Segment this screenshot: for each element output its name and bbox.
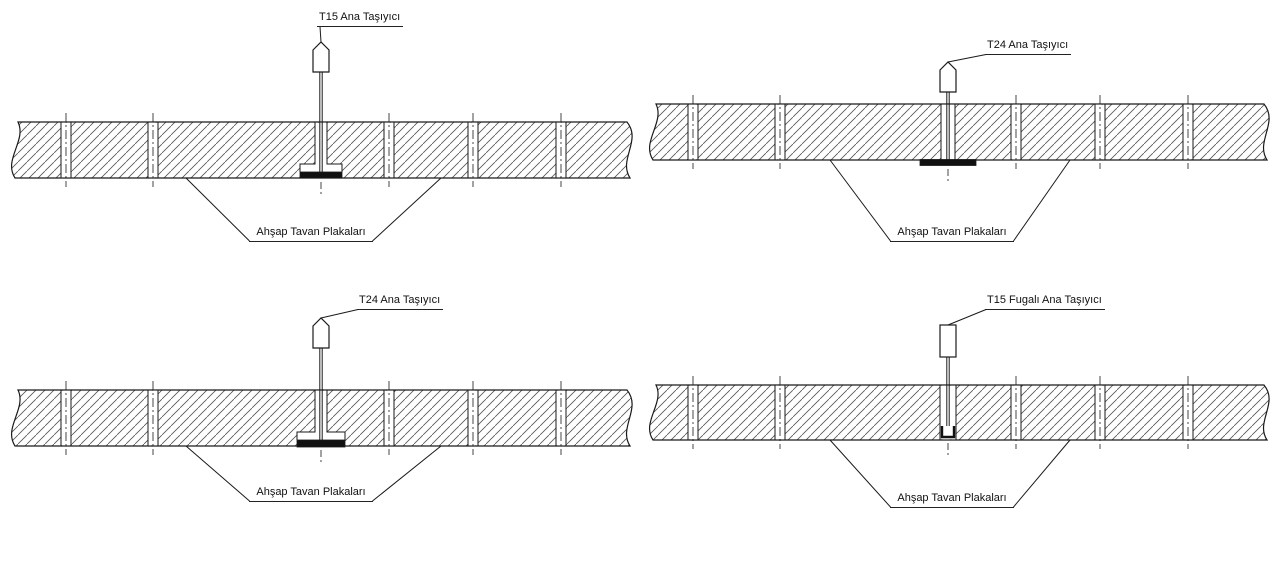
section-drawing-t24 [0, 282, 640, 564]
panel-t24-exposed-main-runner: T24 Ana Taşıyıcı Ahşap Tavan Plakaları [640, 0, 1280, 282]
ceiling-panels-leader-label: Ahşap Tavan Plakaları [890, 492, 1014, 508]
carrier-leader-label: T15 Ana Taşıyıcı [317, 11, 404, 27]
section-drawing-t24-exposed [640, 0, 1280, 282]
carrier-leader-label: T24 Ana Taşıyıcı [357, 294, 444, 310]
ceiling-panels-leader-label: Ahşap Tavan Plakaları [890, 226, 1014, 242]
section-drawing-t15 [0, 0, 640, 282]
ceiling-panels-leader-label: Ahşap Tavan Plakaları [249, 226, 373, 242]
carrier-leader-label: T24 Ana Taşıyıcı [985, 39, 1072, 55]
section-drawing-t15-recessed [640, 282, 1280, 564]
panel-t24-main-runner: T24 Ana Taşıyıcı Ahşap Tavan Plakaları [0, 282, 640, 564]
panel-t15-recessed-main-runner: T15 Fugalı Ana Taşıyıcı Ahşap Tavan Plak… [640, 282, 1280, 564]
ceiling-panels-leader-label: Ahşap Tavan Plakaları [249, 486, 373, 502]
panel-t15-main-runner: T15 Ana Taşıyıcı Ahşap Tavan Plakaları [0, 0, 640, 282]
carrier-leader-label: T15 Fugalı Ana Taşıyıcı [985, 294, 1105, 310]
